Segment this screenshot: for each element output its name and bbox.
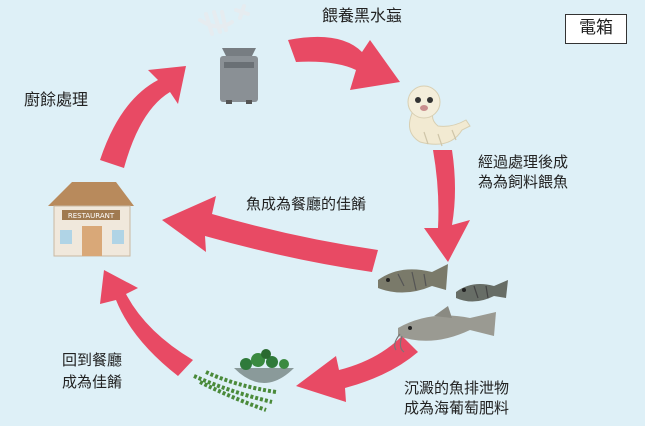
label-back-to-restaurant-2: 成為佳餚 (62, 373, 123, 391)
catfish-icon (394, 306, 496, 353)
waste-bin-icon (220, 48, 258, 104)
label-processed-feed-2: 為為飼料餵魚 (478, 173, 569, 191)
larva-icon (407, 85, 471, 147)
arrows (100, 36, 470, 402)
arrow-fish-to-grapes (296, 336, 418, 402)
label-food-waste: 廚餘處理 (24, 90, 89, 109)
fish-bone-icon (198, 4, 250, 36)
sea-grape-bowl-icon (193, 349, 294, 412)
label-fish-dish: 魚成為餐廳的佳餚 (246, 195, 367, 213)
fish-icon (456, 280, 508, 302)
label-fertilizer-1: 沉澱的魚排泄物 (404, 379, 510, 397)
label-feed-larvae: 餵養黑水蝱 (322, 6, 403, 25)
fish-icon (378, 264, 448, 293)
arrow-bin-to-larva (288, 36, 400, 90)
corner-badge: 電箱 (565, 14, 627, 44)
arrow-restaurant-to-bin (100, 66, 186, 168)
label-processed-feed-1: 經過處理後成 (478, 153, 569, 171)
arrow-grapes-to-restaurant (100, 270, 193, 376)
label-back-to-restaurant-1: 回到餐廳 (62, 351, 123, 369)
restaurant-icon: RESTAURANT (48, 182, 134, 257)
arrow-fish-to-restaurant (162, 196, 378, 272)
label-fertilizer-2: 成為海葡萄肥料 (404, 399, 510, 417)
restaurant-sign: RESTAURANT (68, 212, 115, 220)
arrow-larva-to-fish (424, 150, 470, 262)
